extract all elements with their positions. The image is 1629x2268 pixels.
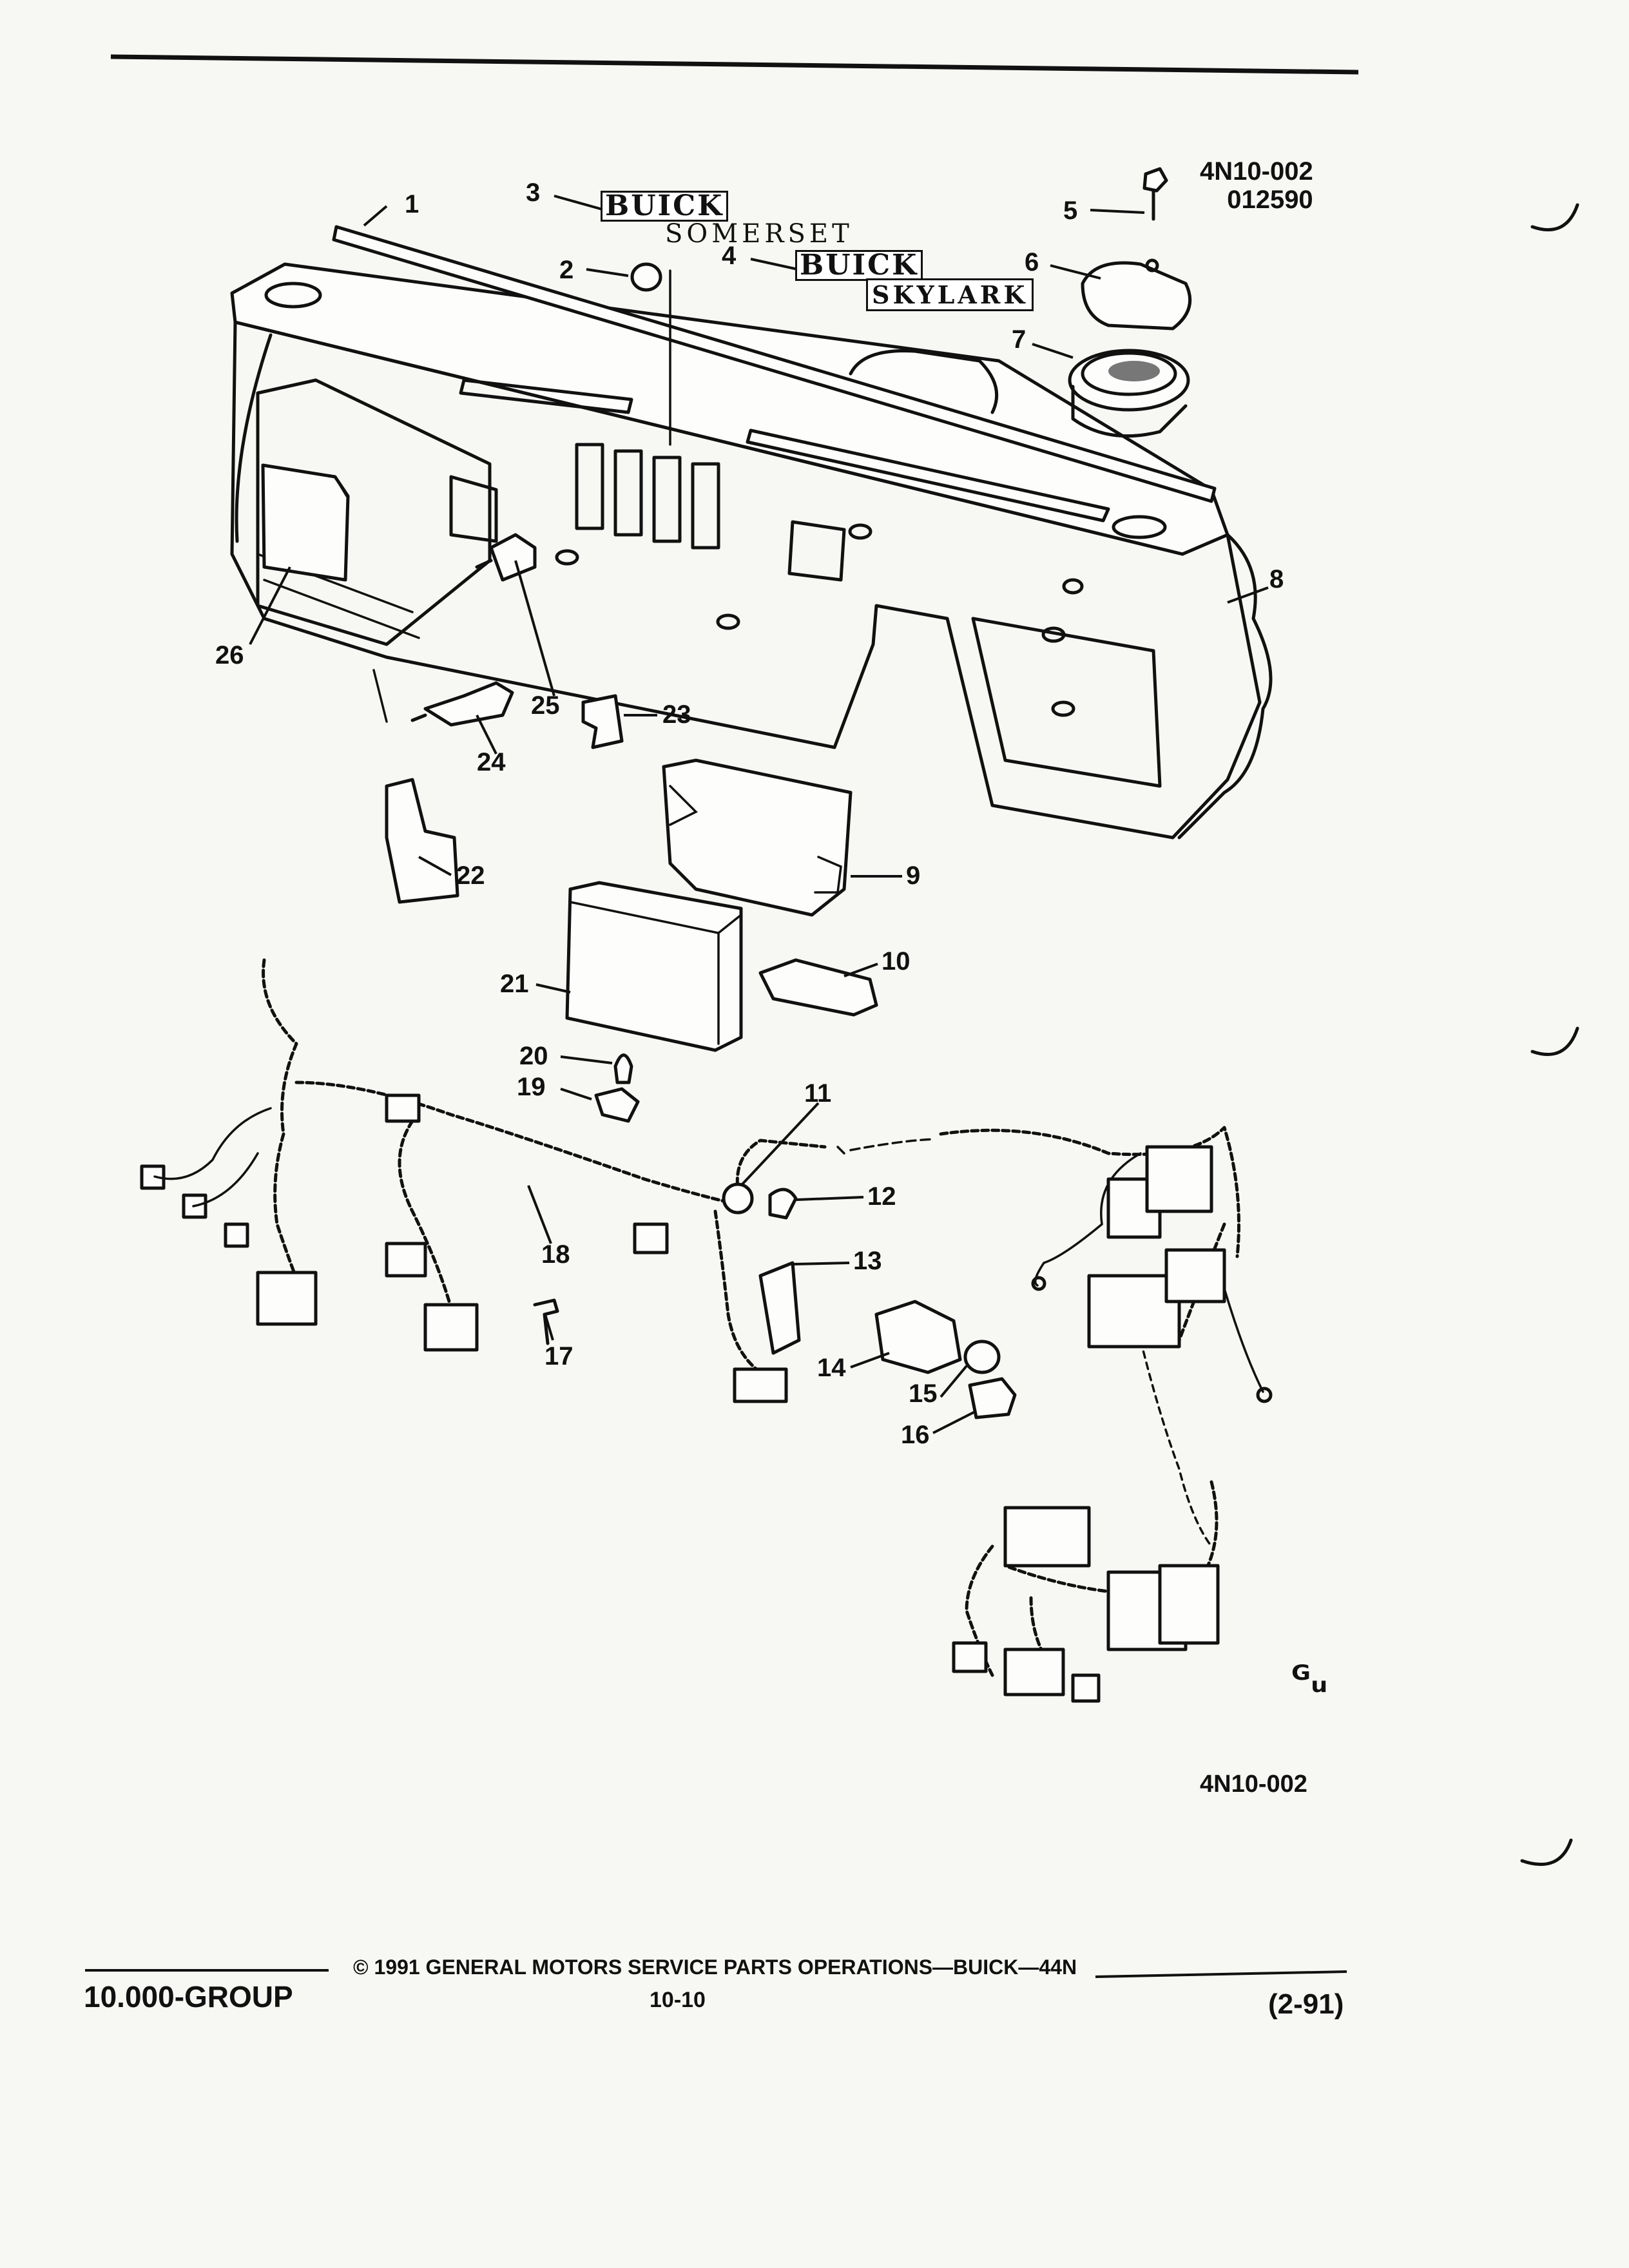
buick-somerset-emblem: BUICK SOMERSET: [601, 191, 853, 249]
top-rule: [110, 54, 1359, 75]
callout-20: 20: [519, 1042, 548, 1070]
defroster-grille-strip: [332, 225, 1217, 503]
callout-1: 1: [405, 190, 419, 218]
callout-22: 22: [456, 861, 485, 890]
manufacturer-logo: ᴳᵤ: [1291, 1657, 1328, 1701]
callout-13: 13: [853, 1247, 882, 1275]
callout-7: 7: [1012, 325, 1026, 354]
callout-5: 5: [1063, 197, 1077, 225]
binder-mark: [1530, 1026, 1579, 1056]
callout-16: 16: [901, 1421, 930, 1449]
socket-part-19: [594, 1087, 640, 1123]
bracket-part-22: [385, 778, 459, 904]
switch-part-25: [475, 533, 537, 582]
callout-18: 18: [541, 1240, 570, 1269]
leader-lines: [249, 195, 1269, 1434]
emblem-bottom-text: SOMERSET: [665, 219, 853, 249]
figure-id: 4N10-002: [1200, 1771, 1307, 1798]
callout-23: 23: [662, 700, 691, 729]
footer-copyright: © 1991 GENERAL MOTORS SERVICE PARTS OPER…: [353, 1956, 1077, 1979]
emblem-top-text: BUICK: [601, 191, 729, 222]
screw-part-5: [1142, 167, 1168, 221]
control-module-part-21: [565, 881, 743, 1052]
emblem-bottom-text: SKYLARK: [866, 278, 1034, 311]
figure-ref-code: 4N10-002: [1200, 157, 1313, 186]
grommet-part-11: [722, 1182, 754, 1215]
callout-9: 9: [906, 861, 920, 890]
callout-6: 6: [1025, 248, 1039, 276]
callout-17: 17: [545, 1342, 574, 1370]
callout-21: 21: [500, 970, 529, 998]
bracket-part-9: [662, 758, 853, 917]
footer-rule-right: [1095, 1970, 1347, 1978]
footer-page-number: 10-10: [650, 1988, 706, 2012]
callout-8: 8: [1269, 565, 1284, 593]
relay-part-14: [874, 1300, 962, 1374]
clip-part-2: [630, 262, 671, 446]
binder-mark: [1520, 1838, 1573, 1867]
callout-25: 25: [531, 691, 560, 720]
speaker-part-7: [1068, 349, 1190, 438]
buzzer-part-15: [963, 1340, 1001, 1374]
bulb-part-20: [613, 1053, 633, 1084]
plate-part-6: [1081, 261, 1192, 331]
footer-date: (2-91): [1268, 1988, 1344, 2020]
switch-part-24: [372, 669, 514, 727]
callout-14: 14: [817, 1354, 846, 1382]
screw-part-17: [533, 1298, 559, 1345]
callout-26: 26: [215, 641, 244, 669]
figure-ref-date: 012590: [1227, 186, 1313, 214]
figure-reference: 4N10-002 012590: [1200, 157, 1313, 214]
bracket-part-10: [758, 958, 878, 1017]
emblem-top-text: BUICK: [795, 250, 923, 281]
callout-12: 12: [867, 1182, 896, 1211]
clip-part-12: [768, 1187, 798, 1220]
callout-19: 19: [517, 1073, 546, 1101]
wiring-harness-part-18: [140, 958, 1273, 1703]
callout-2: 2: [559, 256, 574, 284]
callout-24: 24: [477, 748, 506, 776]
callout-15: 15: [909, 1379, 938, 1408]
bracket-part-13: [758, 1261, 801, 1355]
instrument-panel-carrier: [230, 262, 1273, 840]
module-part-26: [261, 463, 350, 582]
binder-mark: [1530, 203, 1579, 231]
footer-group: 10.000-GROUP: [84, 1980, 293, 2013]
callout-numbers: 1 2 3 4 5 6 7 8 9 10 11 12 13 14 15 16 1…: [215, 178, 1284, 1449]
callout-11: 11: [804, 1079, 831, 1108]
callout-10: 10: [882, 947, 911, 975]
callout-3: 3: [526, 178, 540, 207]
callout-4: 4: [722, 242, 737, 270]
buick-skylark-emblem: BUICK SKYLARK: [795, 250, 1034, 311]
clip-part-23: [581, 694, 624, 749]
